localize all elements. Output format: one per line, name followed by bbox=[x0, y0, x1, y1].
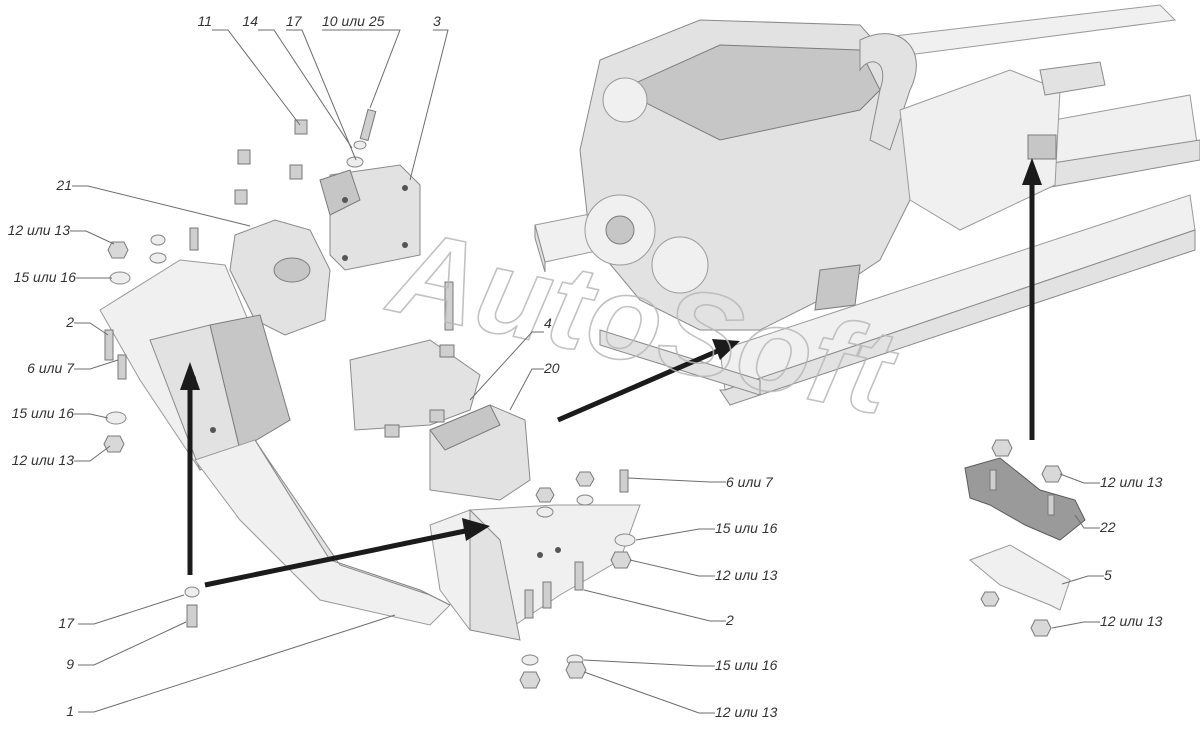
nut-12-13-gearbox-top bbox=[1041, 465, 1063, 483]
assembly-arrows bbox=[180, 158, 1042, 588]
callout-4: 4 bbox=[544, 315, 552, 331]
crossmember-1 bbox=[99, 259, 641, 641]
callout-15-16-c: 15 или 16 bbox=[715, 520, 778, 536]
bolt-2-right bbox=[574, 561, 584, 591]
bolt-mount-b bbox=[289, 164, 303, 180]
engine-bracket-3-web bbox=[319, 169, 361, 216]
bolt-mount-a bbox=[237, 149, 251, 165]
engine-bracket-4 bbox=[349, 339, 481, 431]
bolt-4a bbox=[439, 344, 455, 358]
bracket-3-group bbox=[234, 108, 421, 271]
washer-15-16-right bbox=[614, 533, 636, 547]
gearbox-mount-group bbox=[964, 439, 1086, 637]
bolt-long-4 bbox=[444, 281, 454, 331]
bolt-mount-c bbox=[234, 189, 248, 205]
engine-assembly bbox=[579, 19, 1106, 331]
gearbox-mount-22 bbox=[964, 457, 1086, 541]
callout-12-13-e: 12 или 13 bbox=[1100, 474, 1163, 490]
bolt-4c bbox=[429, 409, 445, 423]
frame-rail-front-side bbox=[719, 229, 1196, 406]
gearbox bbox=[899, 69, 1061, 231]
callout-12-13-d: 12 или 13 bbox=[715, 704, 778, 720]
engine-mount-20-top bbox=[429, 404, 501, 451]
callout-6-7-right: 6 или 7 bbox=[726, 474, 774, 490]
callout-21: 21 bbox=[55, 177, 72, 193]
washer-15-16-bottom-left bbox=[105, 411, 127, 425]
arrow-to-engine bbox=[557, 347, 721, 423]
leader-lines bbox=[70, 29, 1104, 714]
bolt-9 bbox=[186, 604, 198, 628]
nut-12-13-right bbox=[610, 551, 632, 569]
crossmember-beam-edge bbox=[254, 439, 451, 606]
engine-pulley-hub bbox=[605, 215, 635, 245]
callout-3: 3 bbox=[433, 13, 441, 29]
callout-1: 1 bbox=[66, 703, 74, 719]
bracket-left-side bbox=[209, 314, 291, 451]
callout-22: 22 bbox=[1099, 519, 1116, 535]
frame-lower-tube bbox=[599, 329, 761, 396]
callout-labels: 11 14 17 10 или 25 3 21 12 или 13 15 или… bbox=[8, 13, 1163, 720]
bracket-4-group bbox=[349, 281, 531, 501]
engine-pulley-lower bbox=[651, 236, 709, 294]
callout-12-13-c: 12 или 13 bbox=[715, 567, 778, 583]
bolt-4b bbox=[384, 424, 400, 438]
alternator bbox=[602, 77, 648, 123]
callout-2-right: 2 bbox=[725, 612, 734, 628]
arrow-to-right-bracket bbox=[204, 527, 471, 588]
bolt-10-25 bbox=[359, 108, 377, 142]
nut-12-13-bottom-left bbox=[103, 435, 125, 453]
callout-12-13-b: 12 или 13 bbox=[12, 452, 75, 468]
callout-11: 11 bbox=[197, 13, 212, 29]
bracket-right bbox=[429, 504, 641, 636]
callout-9: 9 bbox=[66, 656, 74, 672]
bolt-6-7-right bbox=[619, 469, 629, 493]
callout-12-13-a: 12 или 13 bbox=[8, 222, 71, 238]
intake-pipe bbox=[859, 33, 917, 151]
nut-12-13-top-left bbox=[107, 241, 129, 259]
gearbox-output-shaft bbox=[1039, 61, 1106, 96]
crossmember-beam bbox=[194, 439, 451, 626]
callout-20: 20 bbox=[543, 360, 560, 376]
washer-15-16-top-left bbox=[109, 271, 131, 285]
callout-2-left: 2 bbox=[65, 314, 74, 330]
bracket-right-web bbox=[469, 508, 521, 641]
bolt-6-7-left bbox=[117, 354, 127, 380]
engine-mount-rubber-installed bbox=[814, 264, 861, 311]
callout-17-bottom: 17 bbox=[58, 615, 75, 631]
right-bracket-fasteners bbox=[519, 469, 636, 689]
washer-14 bbox=[353, 140, 367, 150]
callout-17-top: 17 bbox=[286, 13, 303, 29]
frame-crossmember-end bbox=[534, 224, 546, 273]
callout-14: 14 bbox=[242, 13, 258, 29]
nut-12-13-gearbox-bottom bbox=[1030, 619, 1052, 637]
callout-5: 5 bbox=[1104, 567, 1112, 583]
callout-10-25: 10 или 25 bbox=[322, 13, 385, 29]
gearbox-bracket-5 bbox=[969, 544, 1071, 611]
rubber-mount-21 bbox=[229, 219, 331, 336]
engine-mount-21-boss bbox=[273, 257, 311, 283]
left-fasteners bbox=[103, 227, 200, 628]
callout-12-13-f: 12 или 13 bbox=[1100, 613, 1163, 629]
bolt-11 bbox=[294, 119, 308, 135]
nut-12-13-bottom bbox=[565, 661, 587, 679]
callout-15-16-d: 15 или 16 bbox=[715, 657, 778, 673]
callout-15-16-a: 15 или 16 bbox=[14, 269, 77, 285]
bolt-2-left bbox=[104, 329, 114, 361]
callout-6-7-left: 6 или 7 bbox=[27, 360, 75, 376]
washer-17-bottom bbox=[184, 586, 200, 598]
gearbox-mount-block bbox=[1027, 134, 1057, 160]
callout-15-16-b: 15 или 16 bbox=[12, 405, 75, 421]
